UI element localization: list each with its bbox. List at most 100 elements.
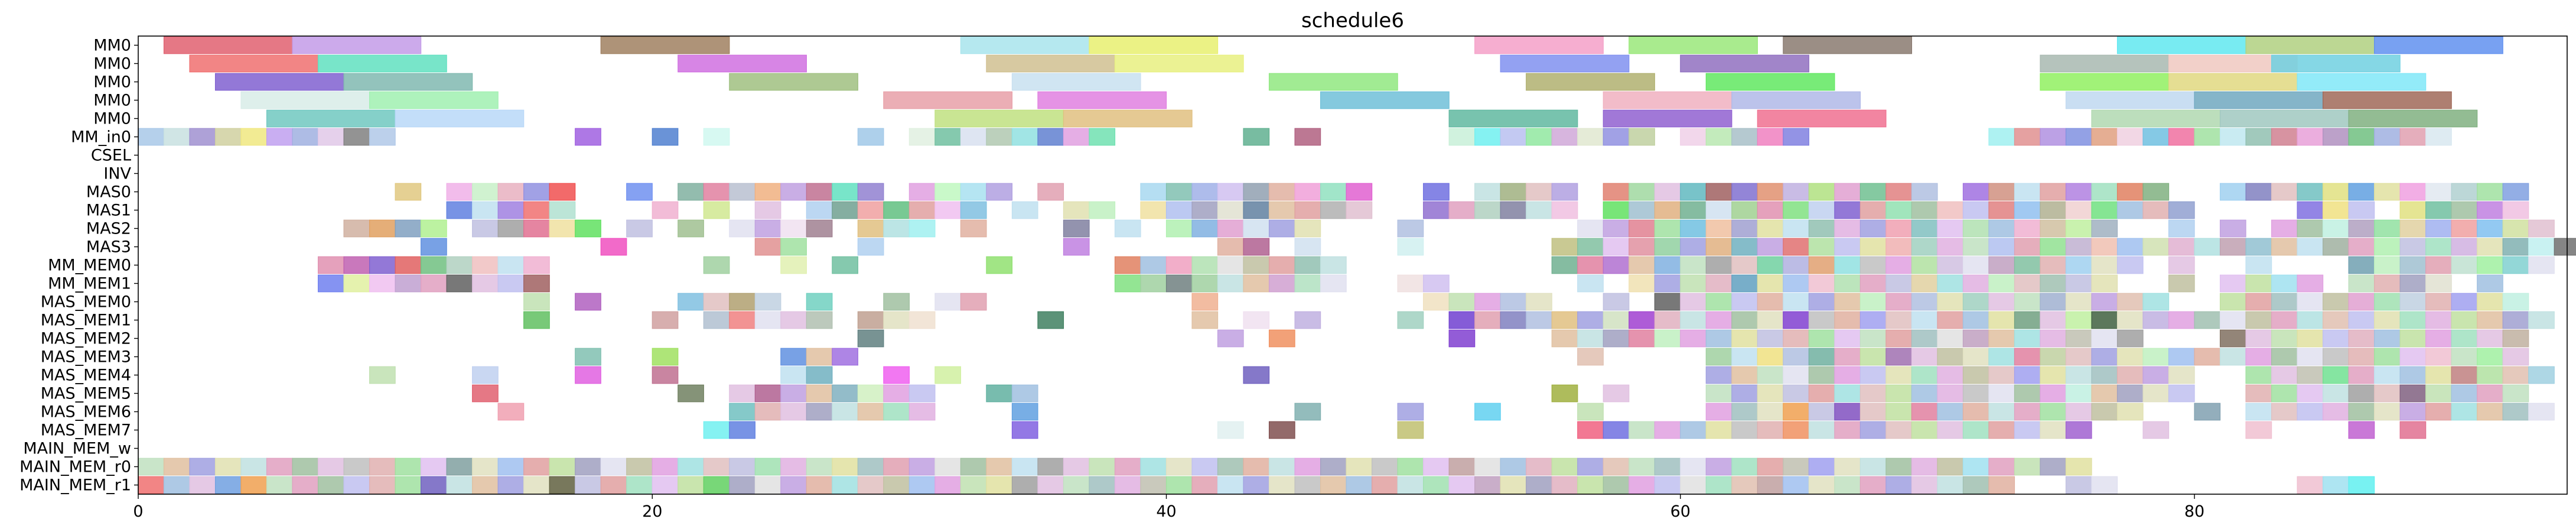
schedule-bar (369, 458, 396, 476)
x-tick-label: 40 (1156, 502, 1176, 521)
schedule-bar (1834, 183, 1861, 201)
schedule-bar (2245, 274, 2272, 293)
schedule-bar (1731, 274, 1758, 293)
schedule-bar (857, 128, 884, 146)
schedule-bar (2014, 366, 2041, 384)
schedule-bar (960, 219, 987, 238)
schedule-bar (446, 256, 473, 274)
schedule-bar (1911, 348, 1938, 366)
schedule-bar (2348, 311, 2375, 329)
schedule-bar (1757, 109, 1887, 128)
schedule-bar (806, 201, 833, 219)
schedule-bar (2348, 348, 2375, 366)
schedule-bar (934, 183, 962, 201)
schedule-bar (1783, 128, 1809, 146)
schedule-bar (369, 256, 396, 274)
schedule-bar (729, 384, 755, 403)
schedule-bar (806, 348, 833, 366)
schedule-bar (1705, 73, 1835, 91)
schedule-bar (1654, 219, 1681, 238)
schedule-bar (1526, 183, 1552, 201)
schedule-bar (2374, 384, 2401, 403)
schedule-bar (2528, 256, 2555, 274)
schedule-bar (2014, 421, 2041, 439)
schedule-bar (2323, 201, 2349, 219)
schedule-bar (678, 54, 807, 73)
schedule-bar (2323, 366, 2349, 384)
schedule-bar (1448, 293, 1476, 311)
schedule-bar (652, 476, 679, 494)
schedule-bar (1731, 293, 1758, 311)
schedule-bar (1962, 329, 1989, 348)
schedule-bar (1859, 329, 1887, 348)
schedule-bar (832, 458, 858, 476)
schedule-bar (317, 54, 447, 73)
schedule-bar (2040, 311, 2067, 329)
row-label: INV (103, 165, 131, 183)
schedule-bar (1603, 458, 1630, 476)
schedule-bar (1423, 293, 1450, 311)
schedule-bar (2219, 219, 2246, 238)
schedule-bar (1268, 458, 1295, 476)
schedule-bar (2091, 311, 2118, 329)
schedule-bar (1757, 256, 1784, 274)
schedule-bar (780, 219, 807, 238)
schedule-bar (1191, 293, 1219, 311)
schedule-bar (1859, 403, 1887, 421)
schedule-bar (1448, 201, 1476, 219)
schedule-bar (2477, 348, 2503, 366)
schedule-bar (163, 458, 190, 476)
schedule-bar (549, 219, 576, 238)
schedule-bar (1911, 476, 1938, 494)
schedule-bar (754, 384, 781, 403)
schedule-bar (317, 256, 344, 274)
schedule-bar (2271, 238, 2298, 256)
schedule-bar (2014, 201, 2041, 219)
schedule-bar (1217, 256, 1244, 274)
schedule-bar (1372, 476, 1398, 494)
schedule-bar (1320, 201, 1347, 219)
row-label: MM0 (93, 55, 131, 73)
schedule-bar (1551, 384, 1578, 403)
schedule-bar (2168, 384, 2195, 403)
schedule-bar (960, 476, 987, 494)
schedule-bar (1937, 476, 1964, 494)
schedule-bar (908, 384, 936, 403)
schedule-bar (292, 36, 422, 54)
schedule-bar (857, 384, 884, 403)
schedule-bar (1885, 421, 1913, 439)
schedule-bar (1962, 219, 1989, 238)
schedule-bar (1217, 274, 1244, 293)
schedule-bar (1577, 476, 1604, 494)
schedule-bar (934, 128, 962, 146)
schedule-bar (2323, 311, 2349, 329)
schedule-bar (2425, 128, 2452, 146)
schedule-bar (1577, 403, 1604, 421)
schedule-bar (883, 403, 910, 421)
schedule-bar (1551, 183, 1578, 201)
schedule-bar (1577, 238, 1604, 256)
schedule-bar (2116, 384, 2144, 403)
schedule-bar (1962, 183, 1989, 201)
schedule-bar (317, 274, 344, 293)
schedule-bar (1191, 183, 1219, 201)
schedule-bar (214, 128, 242, 146)
schedule-bar (138, 128, 165, 146)
schedule-bar (2374, 238, 2401, 256)
schedule-bar (1885, 366, 1913, 384)
schedule-bar (1911, 311, 1938, 329)
schedule-bar (1808, 403, 1835, 421)
schedule-bar (1757, 476, 1784, 494)
schedule-bar (1911, 238, 1938, 256)
schedule-bar (652, 458, 679, 476)
schedule-bar (1834, 403, 1861, 421)
schedule-bar (2348, 476, 2375, 494)
schedule-bar (1320, 476, 1347, 494)
schedule-bar (1243, 274, 1270, 293)
schedule-bar (1937, 348, 1964, 366)
schedule-bar (2142, 384, 2170, 403)
schedule-bar (729, 219, 755, 238)
schedule-bar (1243, 201, 1270, 219)
schedule-bar (1808, 366, 1835, 384)
schedule-bar (1885, 348, 1913, 366)
